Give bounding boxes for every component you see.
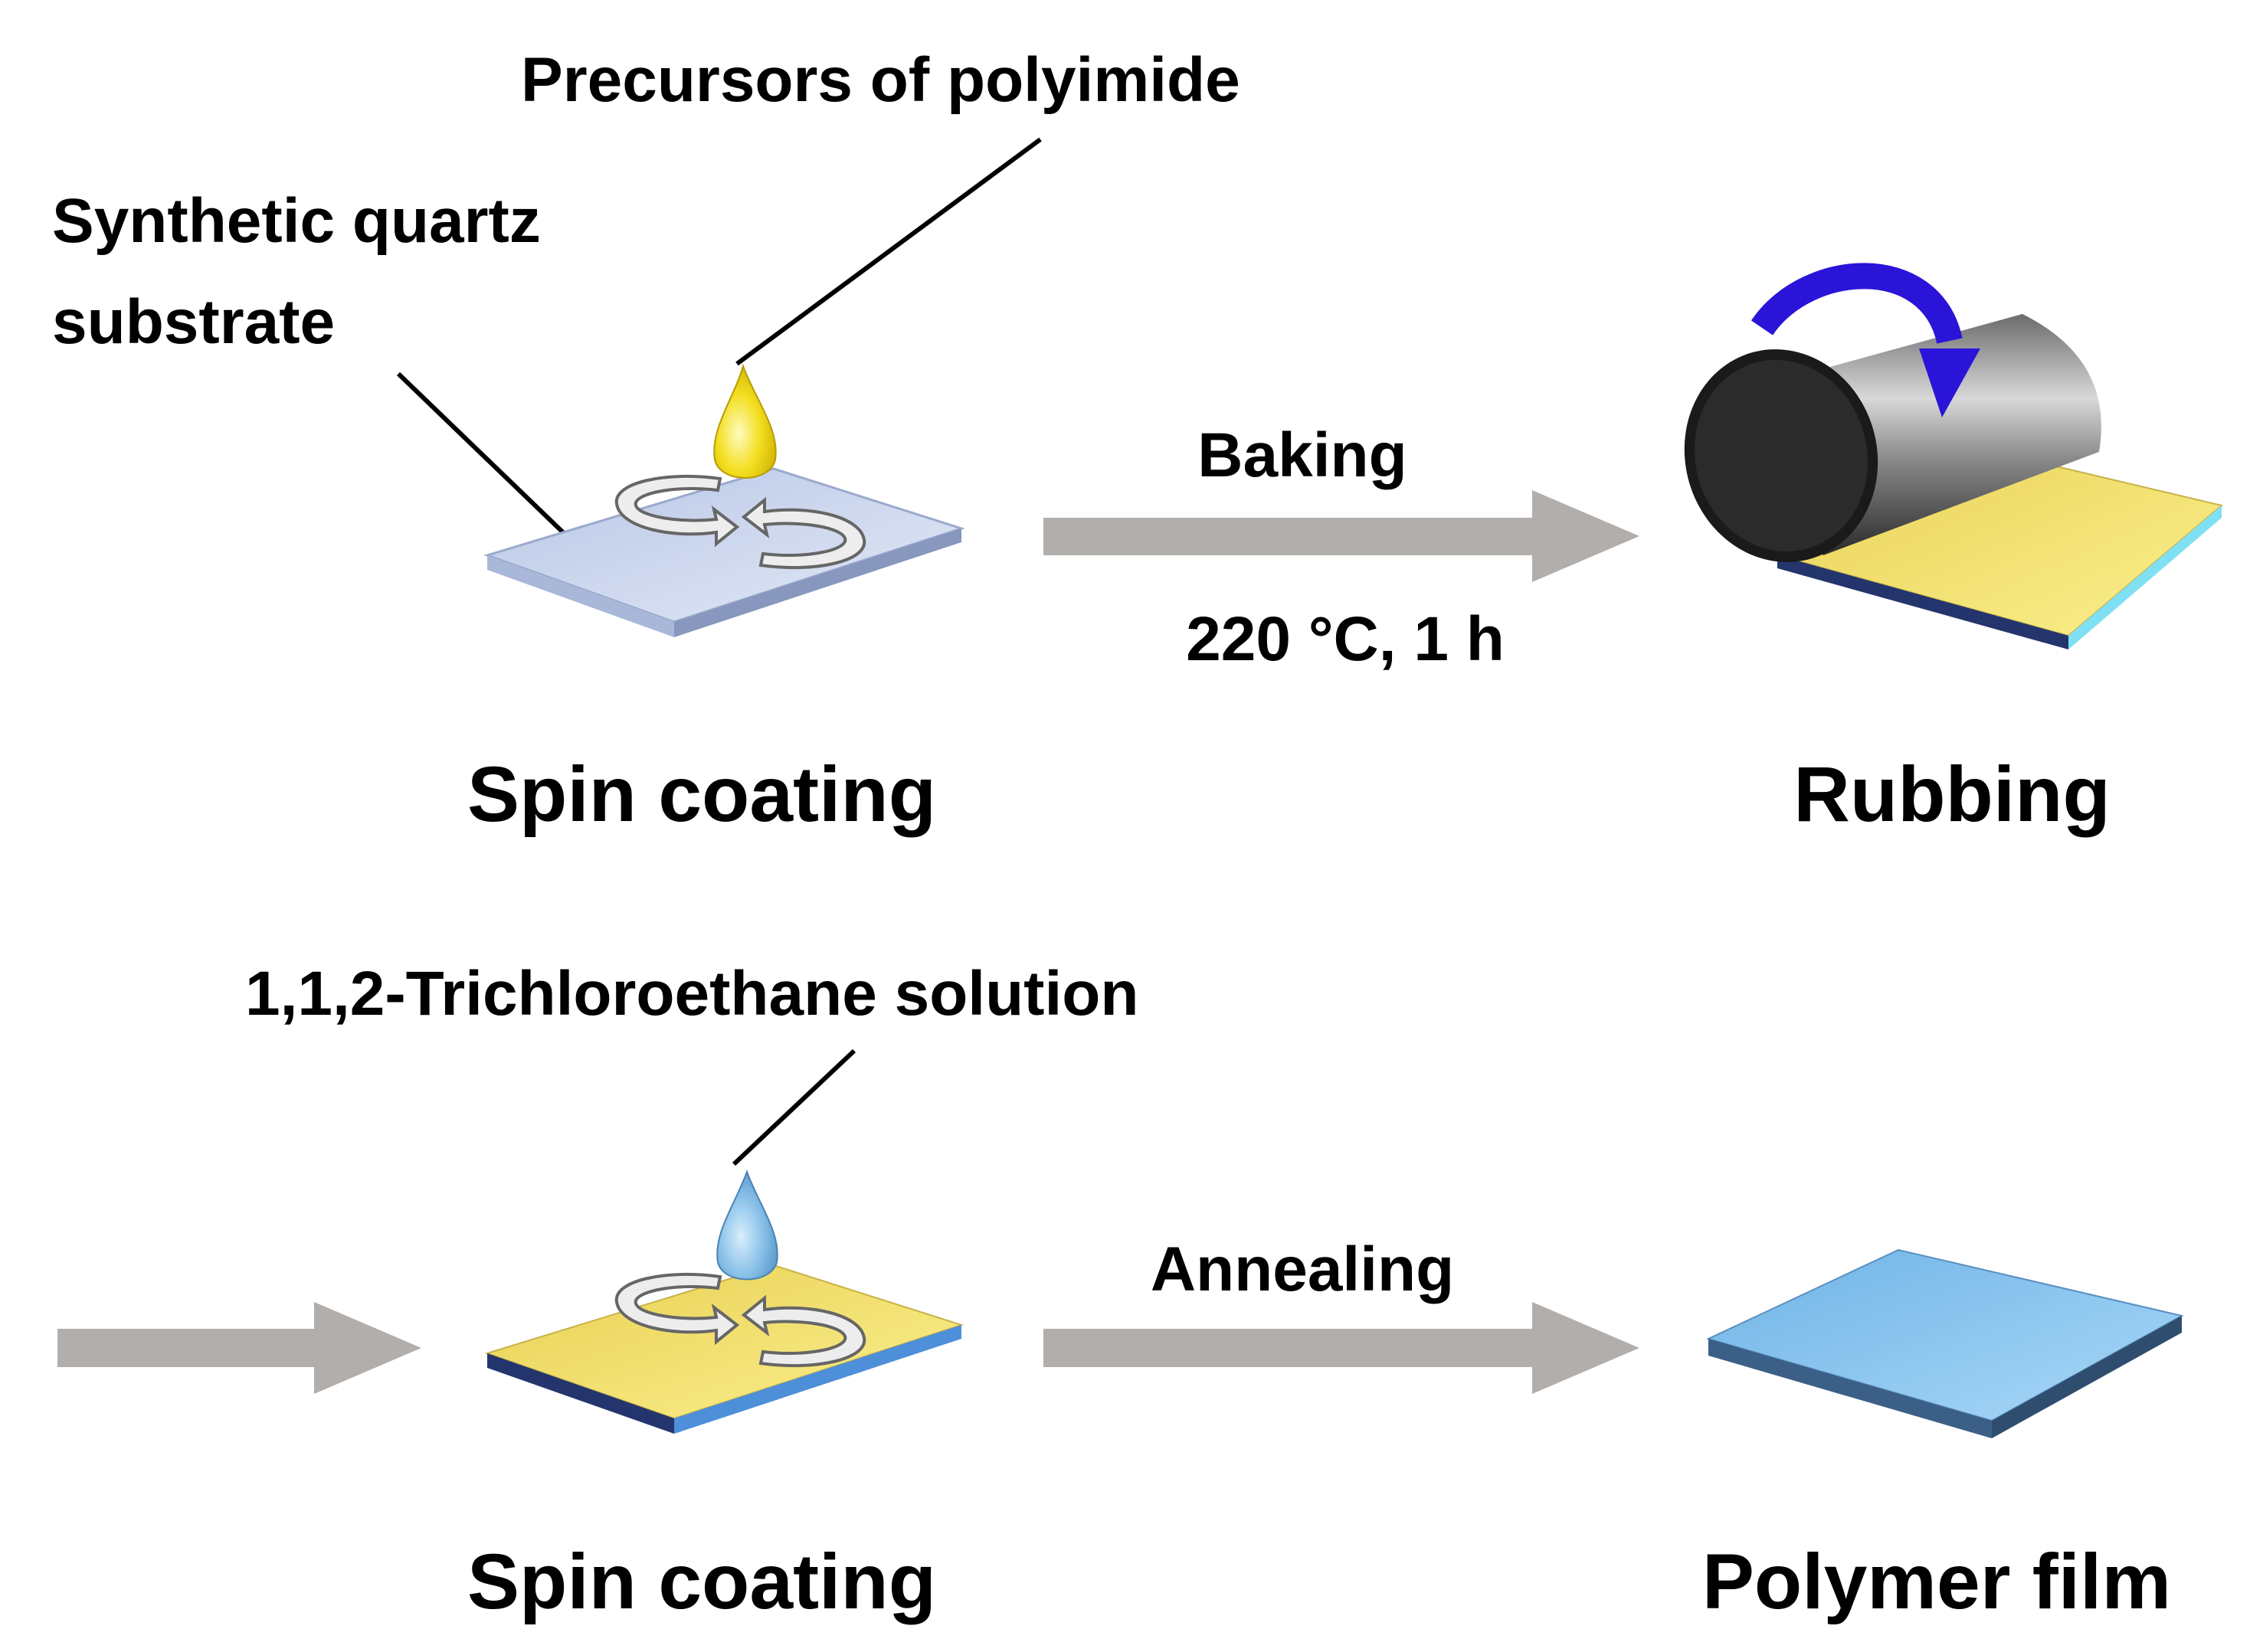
droplet-icon: [713, 363, 777, 479]
process-arrow: [1043, 490, 1639, 582]
process-arrow: [1043, 1302, 1639, 1394]
roller-icon: [1684, 314, 2101, 562]
polyimide-coated-substrate: [484, 1264, 964, 1434]
precursors-label: Precursors of polyimide: [521, 45, 1240, 115]
solution-label: 1,1,2-Trichloroethane solution: [245, 959, 1138, 1029]
substrate-label-line1: Synthetic quartz: [52, 186, 541, 256]
rotation-arrow-icon: [1750, 263, 1980, 417]
polymer-film: [1706, 1248, 2184, 1438]
step-spin-coating-1: Spin coating: [467, 751, 936, 838]
step-rubbing: Rubbing: [1793, 751, 2111, 838]
precursor-leader-line: [735, 137, 1042, 366]
solution-leader-line: [732, 1048, 856, 1166]
droplet-icon: [716, 1169, 778, 1281]
rotation-icon: [614, 474, 866, 570]
substrate-label-line2: substrate: [52, 287, 335, 357]
annealing-label: Annealing: [1151, 1235, 1454, 1304]
baking-conditions-label: 220 °C, 1 h: [1186, 604, 1505, 674]
rotation-icon: [614, 1272, 866, 1368]
quartz-substrate: [483, 467, 965, 637]
step-spin-coating-2: Spin coating: [467, 1538, 936, 1625]
baking-label: Baking: [1197, 420, 1407, 490]
step-polymer-film: Polymer film: [1702, 1538, 2171, 1625]
process-arrow: [57, 1302, 421, 1394]
substrate-leader-line: [396, 371, 569, 538]
